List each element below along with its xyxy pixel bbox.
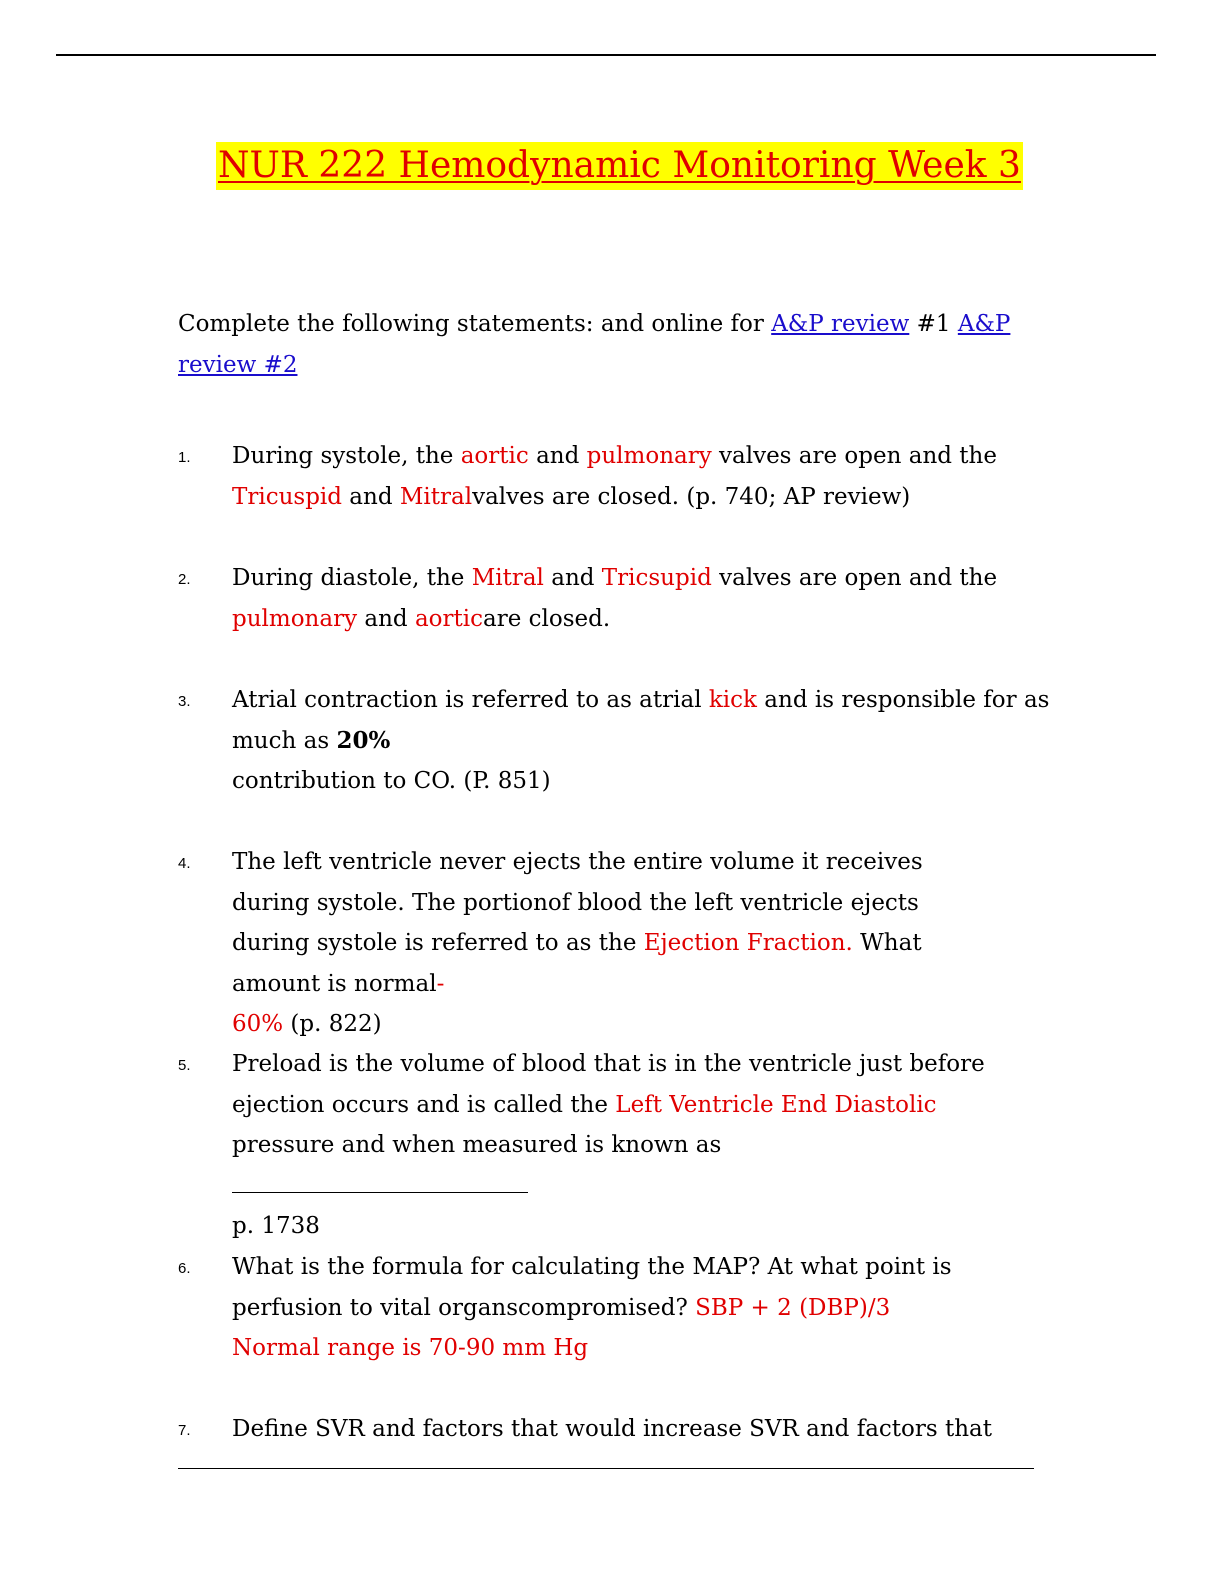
answer-mitral: Mitral (399, 483, 473, 510)
text-run: pressure and when measured is known as (232, 1132, 722, 1158)
intro-paragraph: Complete the following statements: and o… (178, 304, 1048, 386)
text-run: The left ventricle never ejects the enti… (232, 849, 923, 956)
question-item-4: 4. The left ventricle never ejects the e… (178, 842, 1058, 1045)
answer-normal-ef: 60% (232, 1011, 284, 1037)
item-text: The left ventricle never ejects the enti… (232, 842, 1002, 1045)
text-run: valves are open and the (711, 565, 998, 591)
item-number: 1. (178, 449, 191, 466)
footer-rule (178, 1468, 1034, 1469)
answer-map-range: Normal range is 70-90 mm Hg (232, 1335, 589, 1361)
text-run: valves are open and the (711, 443, 997, 469)
text-run: and is responsible for as much as (232, 687, 1050, 754)
answer-ejection-fraction: Ejection Fraction. (643, 930, 853, 956)
item-text: What is the formula for calculating the … (232, 1247, 952, 1369)
text-run: During systole, the (232, 443, 461, 469)
document-title: NUR 222 Hemodynamic Monitoring Week 3 (216, 142, 1023, 190)
item-number: 7. (178, 1422, 191, 1439)
ap-review-1-link[interactable]: A&P review (771, 311, 910, 337)
question-item-2: 2. During diastole, the Mitral and Trics… (178, 558, 1058, 639)
answer-aortic: aortic (460, 443, 529, 469)
intro-text: Complete the following statements: and o… (178, 311, 772, 337)
answer-percentage: 20% (336, 726, 391, 754)
text-run: What amount is normal (232, 930, 922, 997)
intro-mid-text: #1 (909, 311, 958, 337)
text-run: valves are closed. (p. 740; AP review) (472, 483, 911, 510)
item-number: 3. (178, 693, 191, 710)
text-run: Atrial contraction is referred to as atr… (232, 687, 709, 713)
item-number: 4. (178, 855, 191, 872)
text-run: Define SVR and factors that would increa… (232, 1416, 993, 1442)
text-run: and (342, 483, 400, 510)
question-item-7: 7. Define SVR and factors that would inc… (178, 1409, 1058, 1450)
page-reference: p. 1738 (232, 1213, 320, 1239)
item-number: 5. (178, 1057, 191, 1074)
text-run: and (543, 565, 602, 591)
answer-lved: Left Ventricle End Diastolic (615, 1091, 937, 1118)
text-run: are closed. (482, 605, 611, 632)
text-run: and (357, 605, 415, 632)
item-text: During diastole, the Mitral and Tricsupi… (232, 558, 1058, 639)
answer-kick: kick (708, 687, 757, 713)
text-run: During diastole, the (232, 565, 472, 591)
answer-map-formula: SBP + 2 (DBP)/3 (695, 1294, 891, 1321)
answer-pulmonary: pulmonary (232, 605, 358, 632)
question-item-5: 5. Preload is the volume of blood that i… (178, 1044, 1058, 1247)
answer-dash: - (436, 970, 445, 997)
text-run: (p. 822) (283, 1011, 382, 1037)
item-number: 6. (178, 1260, 191, 1277)
question-item-6: 6. What is the formula for calculating t… (178, 1247, 1058, 1369)
item-text: Define SVR and factors that would increa… (232, 1409, 1058, 1450)
text-run: and (528, 443, 587, 469)
question-item-1: 1. During systole, the aortic and pulmon… (178, 436, 1058, 517)
answer-tricuspid: Tricuspid (232, 483, 342, 510)
answer-tricuspid: Tricsupid (601, 565, 712, 591)
header-rule (56, 54, 1156, 56)
fill-in-blank[interactable] (232, 1172, 528, 1193)
answer-mitral: Mitral (471, 565, 544, 591)
ap-review-2-link[interactable]: A&P review #2 (178, 311, 1011, 378)
text-run: What is the formula for calculating the … (232, 1254, 952, 1321)
item-text: Atrial contraction is referred to as atr… (232, 680, 1058, 802)
text-run: Preload is the volume of blood that is i… (232, 1051, 985, 1118)
text-run: contribution to CO. (P. 851) (232, 768, 551, 794)
item-number: 2. (178, 571, 191, 588)
item-text: During systole, the aortic and pulmonary… (232, 436, 1058, 517)
question-item-3: 3. Atrial contraction is referred to as … (178, 680, 1058, 802)
item-text: Preload is the volume of blood that is i… (232, 1044, 1002, 1247)
answer-pulmonary: pulmonary (586, 443, 712, 469)
answer-aortic: aortic (414, 605, 483, 632)
